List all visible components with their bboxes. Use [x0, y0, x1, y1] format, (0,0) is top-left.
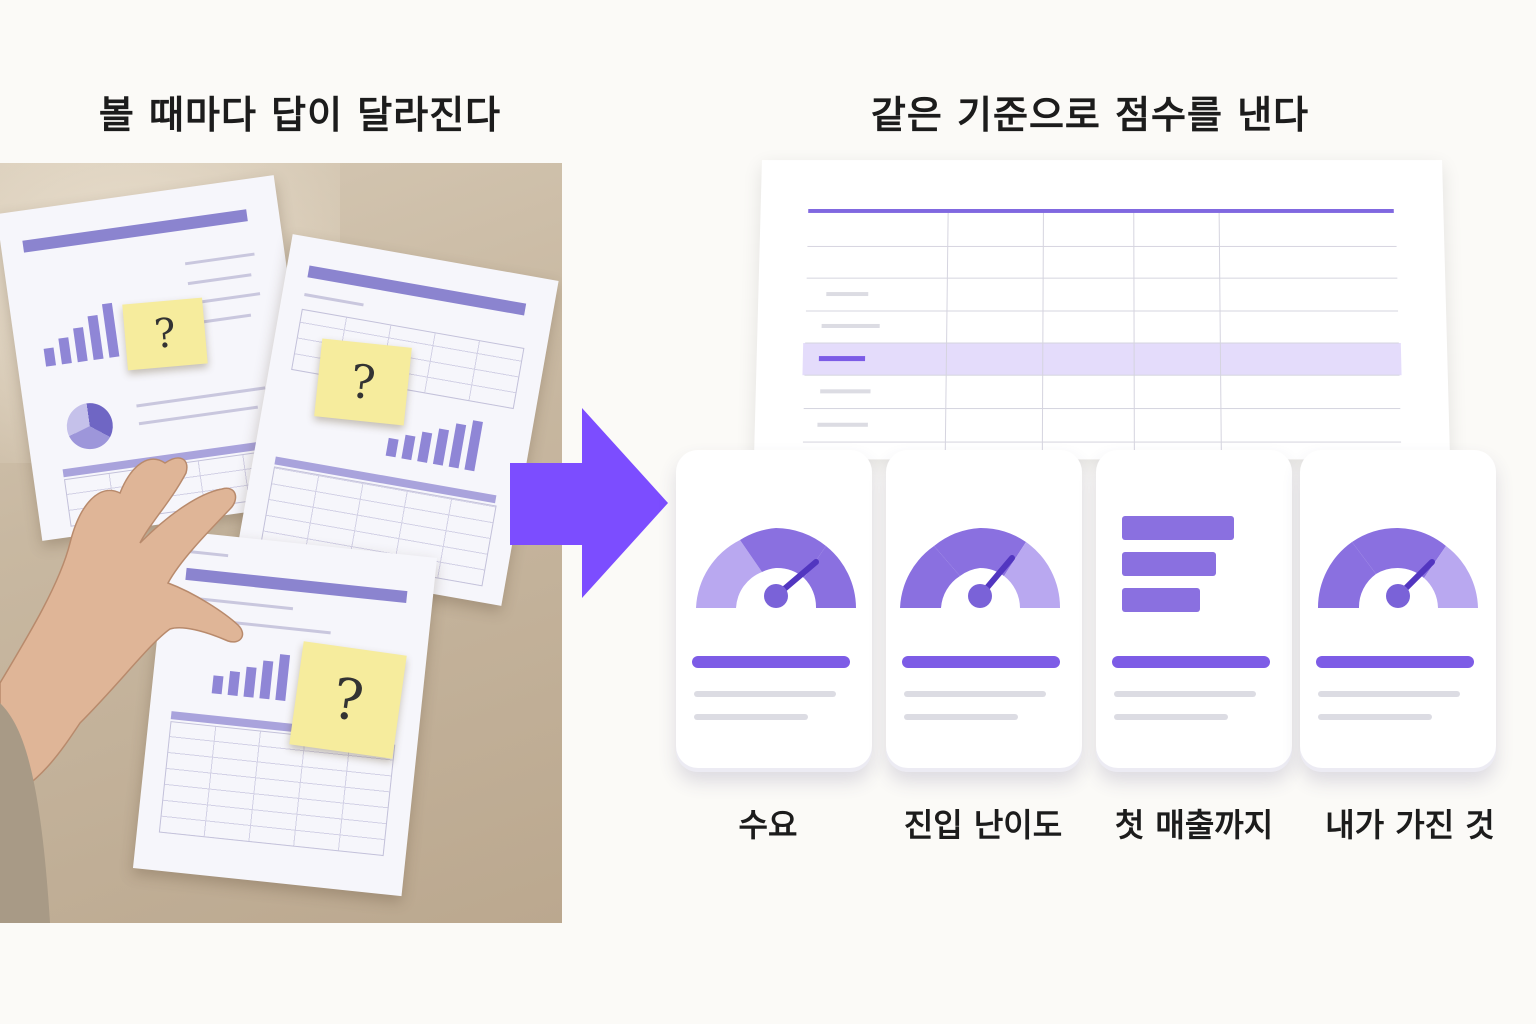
bar-list-icon — [1122, 516, 1234, 612]
scattered-reports-photo: ? ? ? — [0, 163, 562, 923]
score-card-time-to-first-revenue — [1096, 450, 1292, 772]
score-card-entry-difficulty — [886, 450, 1082, 772]
gauge-icon — [900, 527, 1061, 608]
card-label-entry-difficulty: 진입 난이도 — [903, 806, 1063, 844]
gauge-icon — [696, 528, 856, 608]
left-heading: 볼 때마다 답이 달라진다 — [98, 93, 502, 137]
right-heading: 같은 기준으로 점수를 낸다 — [870, 93, 1310, 137]
score-spreadsheet — [753, 160, 1451, 460]
score-card-my-assets — [1300, 450, 1496, 772]
score-card-demand — [676, 450, 872, 772]
card-label-time-to-first-revenue: 첫 매출까지 — [1114, 806, 1274, 844]
card-label-my-assets: 내가 가진 것 — [1325, 806, 1495, 844]
hand — [0, 457, 244, 923]
right-arrow-icon — [510, 408, 668, 598]
gauge-icon — [1317, 527, 1478, 608]
card-label-demand: 수요 — [738, 806, 798, 844]
